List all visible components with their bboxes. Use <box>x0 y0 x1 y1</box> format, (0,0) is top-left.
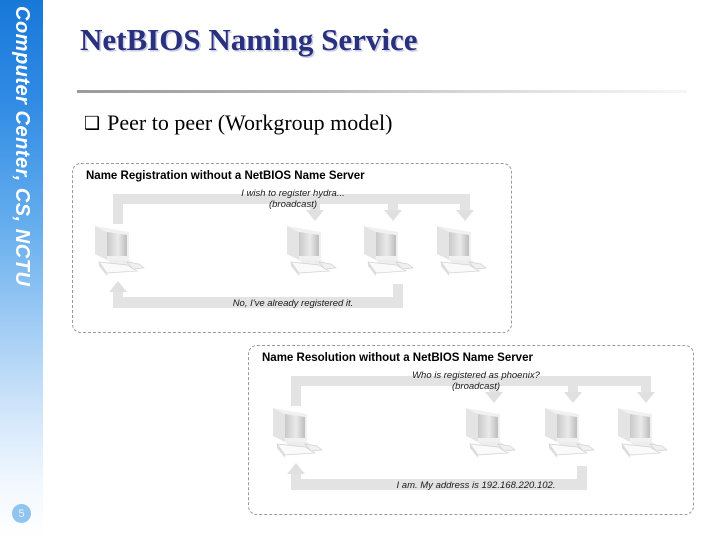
broadcast-span <box>113 194 470 204</box>
reply-drop <box>291 474 301 490</box>
broadcast-drop-3 <box>641 376 651 392</box>
figure-title: Name Registration without a NetBIOS Name… <box>86 170 365 182</box>
reply-arrow-icon <box>287 463 305 474</box>
broadcast-drop-3 <box>460 194 470 210</box>
broadcast-arrow-2-icon <box>384 210 402 221</box>
broadcast-span <box>291 376 651 386</box>
reply-arrow-icon <box>109 281 127 292</box>
computer-icon-peer-1 <box>458 400 520 462</box>
computer-icon-peer-2 <box>356 218 418 280</box>
broadcast-riser <box>113 194 123 224</box>
sidebar: Computer Center, CS, NCTU 5 <box>0 0 43 540</box>
broadcast-riser <box>291 376 301 406</box>
broadcast-arrow-3-icon <box>456 210 474 221</box>
bullet-square-icon: ❑ <box>84 113 101 134</box>
figure-bottom-caption: I am. My address is 192.168.220.102. <box>396 480 556 491</box>
computer-icon-peer-3 <box>610 400 672 462</box>
reply-riser <box>393 284 403 308</box>
reply-riser <box>577 466 587 490</box>
broadcast-arrow-1-icon <box>306 210 324 221</box>
figure-title: Name Resolution without a NetBIOS Name S… <box>262 352 533 364</box>
broadcast-drop-2 <box>568 376 578 392</box>
broadcast-drop-2 <box>388 194 398 210</box>
computer-icon-requester <box>87 218 149 280</box>
computer-icon-peer-3 <box>429 218 491 280</box>
broadcast-arrow-1-icon <box>485 392 503 403</box>
broadcast-arrow-2-icon <box>564 392 582 403</box>
computer-icon-peer-2 <box>537 400 599 462</box>
page-title: NetBIOS Naming Service <box>80 22 418 57</box>
figure-top-caption-line1: I wish to register hydra... <box>241 188 345 199</box>
sidebar-branding: Computer Center, CS, NCTU <box>0 6 43 436</box>
broadcast-drop-1 <box>489 376 499 392</box>
reply-span <box>113 297 403 308</box>
computer-icon-peer-1 <box>279 218 341 280</box>
page-number-badge: 5 <box>12 504 31 523</box>
figure-name-registration: Name Registration without a NetBIOS Name… <box>72 163 512 333</box>
computer-icon-requester <box>265 400 327 462</box>
sidebar-branding-label: Computer Center, CS, NCTU <box>11 6 33 287</box>
title-divider <box>77 90 687 93</box>
figure-bottom-caption: No, I've already registered it. <box>232 298 354 309</box>
figure-top-caption-line1: Who is registered as phoenix? <box>412 370 540 381</box>
reply-span <box>291 479 587 490</box>
figure-name-resolution: Name Resolution without a NetBIOS Name S… <box>248 345 694 515</box>
reply-drop <box>113 292 123 308</box>
figure-top-caption-line2: (broadcast) <box>451 381 501 392</box>
broadcast-drop-1 <box>310 194 320 210</box>
bullet-item: ❑ Peer to peer (Workgroup model) <box>84 110 393 136</box>
figure-top-caption-line2: (broadcast) <box>268 199 318 210</box>
broadcast-arrow-3-icon <box>637 392 655 403</box>
bullet-item-label: Peer to peer (Workgroup model) <box>107 110 393 135</box>
